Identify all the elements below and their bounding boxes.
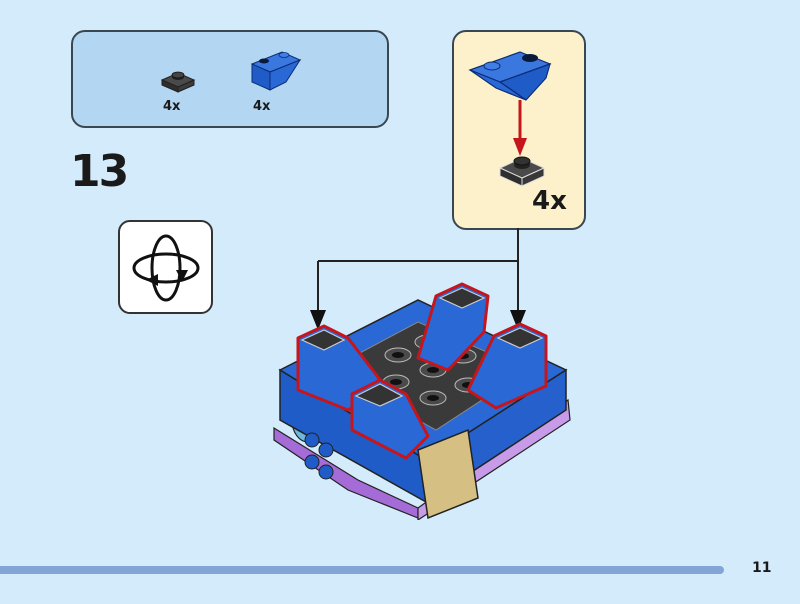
assembly-arrow-icon <box>513 100 527 156</box>
sub-assembly-quantity: 4x <box>532 186 567 216</box>
part-blue-slope-icon <box>250 51 302 91</box>
part-quantity: 4x <box>163 99 181 114</box>
page-number: 11 <box>752 560 772 576</box>
part-dark-plate-icon <box>160 71 196 93</box>
parts-list-box <box>71 30 389 128</box>
part-quantity: 4x <box>253 99 271 114</box>
sub-assembly-slope-icon <box>468 51 552 101</box>
arrow-right-icon <box>510 310 526 330</box>
step-number: 13 <box>70 146 129 197</box>
placement-arrows <box>310 228 526 330</box>
sub-assembly-plate-icon <box>498 156 546 187</box>
model-illustration <box>273 282 571 520</box>
footer-progress-bar <box>0 566 724 574</box>
rotate-model-icon <box>132 234 200 302</box>
arrow-left-icon <box>310 310 326 330</box>
